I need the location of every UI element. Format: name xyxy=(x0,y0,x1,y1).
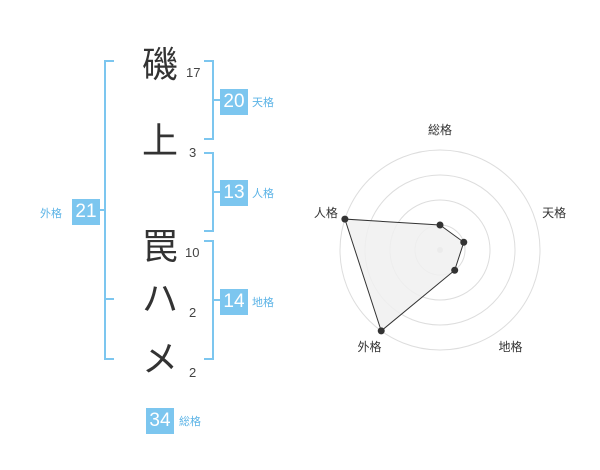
soukaku-value-badge: 34 xyxy=(146,408,174,434)
radar-point-1 xyxy=(436,221,444,229)
radar-axis-label-2: 天格 xyxy=(542,205,566,220)
stroke-count-1: 17 xyxy=(186,65,201,80)
radar-polygon xyxy=(344,218,465,332)
chikaku-bracket-tick xyxy=(214,299,222,301)
jinkaku-label: 人格 xyxy=(252,187,274,200)
name-char-5: メ xyxy=(141,339,178,380)
name-char-3: 罠 xyxy=(141,227,178,268)
radar-point-3 xyxy=(451,266,459,274)
radar-series xyxy=(341,215,468,335)
chikaku-label: 地格 xyxy=(252,296,274,309)
stroke-count-4: 2 xyxy=(189,305,197,320)
chikaku-bracket xyxy=(204,240,214,360)
gaikaku-bracket xyxy=(104,60,114,360)
jinkaku-bracket xyxy=(204,152,214,232)
tenkaku-bracket xyxy=(204,60,214,140)
gaikaku-bracket-tick-out xyxy=(100,209,104,211)
radar-point-4 xyxy=(377,327,385,335)
chikaku-value-badge: 14 xyxy=(220,289,248,315)
jinkaku-bracket-tick xyxy=(214,191,222,193)
stroke-count-3: 10 xyxy=(185,245,200,260)
soukaku-label: 総格 xyxy=(179,415,201,428)
jinkaku-value-badge: 13 xyxy=(220,180,248,206)
radar-axis-label-4: 外格 xyxy=(357,339,381,354)
tenkaku-label: 天格 xyxy=(252,96,274,109)
radar-point-2 xyxy=(460,238,468,246)
tenkaku-bracket-tick xyxy=(214,99,222,101)
gaikaku-value-badge: 21 xyxy=(72,199,100,225)
radar-point-5 xyxy=(341,215,349,223)
gaikaku-label: 外格 xyxy=(40,207,62,220)
stroke-count-2: 3 xyxy=(189,145,197,160)
radar-axis-label-3: 地格 xyxy=(499,339,523,354)
radar-ring xyxy=(339,149,541,351)
name-char-4: ハ xyxy=(141,279,178,320)
name-char-1: 磯 xyxy=(141,45,178,86)
tenkaku-value-badge: 20 xyxy=(220,89,248,115)
name-char-2: 上 xyxy=(141,121,178,162)
gaikaku-bracket-tick-bottom xyxy=(104,298,114,300)
stroke-count-5: 2 xyxy=(189,365,197,380)
radar-axis-label-5: 人格 xyxy=(314,205,338,220)
radar-axis-label-1: 総格 xyxy=(428,122,452,137)
